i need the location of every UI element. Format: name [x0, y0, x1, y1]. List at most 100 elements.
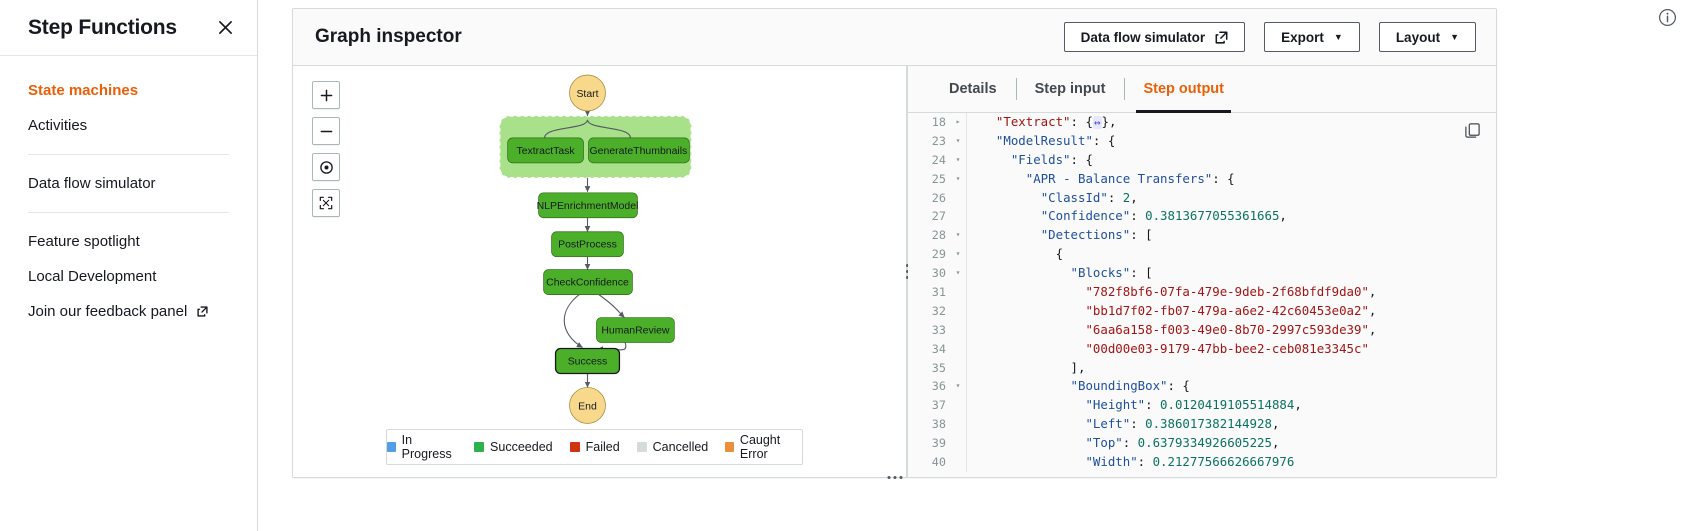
code-line: 36▾ "BoundingBox": {: [908, 377, 1496, 397]
code-text: "Textract": {↔},: [966, 113, 1496, 133]
line-number: 26: [931, 190, 946, 205]
code-text: "Top": 0.6379334926605225,: [966, 434, 1496, 454]
code-text: "Blocks": [: [966, 264, 1496, 284]
export-button[interactable]: Export ▼: [1264, 22, 1360, 52]
legend-item-cancelled: Cancelled: [636, 440, 708, 454]
graph-node-end[interactable]: End: [569, 387, 606, 424]
code-token: :: [1107, 189, 1123, 205]
fold-toggle-icon[interactable]: ▸: [955, 117, 961, 126]
code-token: "Left": [1085, 416, 1131, 432]
panel-header-actions: Data flow simulator Export ▼: [1063, 22, 1476, 52]
legend-swatch: [474, 442, 485, 452]
zoom-in-button[interactable]: [312, 81, 340, 109]
info-icon[interactable]: [1658, 8, 1678, 28]
line-number: 37: [931, 398, 946, 413]
code-token: "bb1d7f02-fb07-479a-a6e2-42c60453e0a2": [1085, 302, 1369, 318]
graph-node-post-process[interactable]: PostProcess: [551, 231, 624, 258]
graph-node-check-confidence[interactable]: CheckConfidence: [543, 269, 633, 295]
graph-node-success[interactable]: Success: [554, 347, 621, 375]
zoom-reset-button[interactable]: [312, 153, 340, 181]
code-token: "Textract": [995, 114, 1071, 129]
panel-resize-handle[interactable]: [887, 476, 902, 479]
grip-dot: [887, 476, 890, 479]
fold-toggle-icon[interactable]: ▾: [955, 135, 961, 145]
code-token: : {: [1092, 132, 1116, 148]
zoom-controls: [312, 81, 340, 217]
tab-step-output[interactable]: Step output: [1124, 66, 1243, 113]
graph-node-nlp-enrichment-model[interactable]: NLPEnrichmentModel: [537, 192, 639, 219]
code-token: :: [1145, 397, 1161, 413]
sidebar-item-local-development[interactable]: Local Development: [0, 259, 257, 294]
code-viewer[interactable]: 18▸ "Textract": {↔},23▾ "ModelResult": {…: [908, 113, 1496, 477]
graph-node-generate-thumbnails[interactable]: GenerateThumbnails: [588, 137, 690, 164]
sidebar-title: Step Functions: [28, 15, 177, 39]
external-link-icon: [1215, 31, 1228, 44]
fold-toggle-icon[interactable]: ▾: [955, 381, 961, 391]
legend-label: Failed: [585, 440, 620, 454]
code-text: "Left": 0.386017382144928,: [966, 415, 1496, 435]
tab-details[interactable]: Details: [930, 66, 1016, 112]
code-token: ,: [1271, 435, 1280, 451]
legend-item-in-progress: In Progress: [387, 433, 457, 461]
code-token: :: [1130, 208, 1146, 224]
edge-parallel-branch-left: [544, 119, 589, 139]
code-token: 0.21277566626667976: [1152, 454, 1295, 470]
graph-node-label: Start: [576, 89, 598, 100]
code-token: "BoundingBox": [1070, 378, 1168, 394]
sidebar-item-label: Feature spotlight: [28, 233, 140, 250]
sidebar-item-label: Data flow simulator: [28, 175, 156, 192]
data-flow-simulator-button[interactable]: Data flow simulator: [1063, 22, 1246, 52]
code-text: "Confidence": 0.3813677055361665,: [966, 207, 1496, 227]
fold-toggle-icon[interactable]: ▾: [955, 173, 961, 183]
legend-swatch: [569, 442, 580, 452]
code-token: : {: [1212, 170, 1235, 186]
code-text: "Height": 0.0120419105514884,: [966, 396, 1496, 416]
copy-icon[interactable]: [1464, 122, 1482, 140]
line-number: 24: [931, 152, 946, 167]
sidebar-item-state-machines[interactable]: State machines: [0, 73, 257, 108]
code-text: "782f8bf6-07fa-479e-9deb-2f68bfdf9da0",: [966, 283, 1496, 302]
code-line: 39 "Top": 0.6379334926605225,: [908, 434, 1496, 454]
tab-label: Step input: [1034, 81, 1106, 97]
zoom-fit-button[interactable]: [312, 189, 340, 217]
fold-toggle-icon[interactable]: ▾: [955, 249, 961, 259]
sidebar-item-data-flow-simulator[interactable]: Data flow simulator: [0, 166, 257, 201]
code-line: 30▾ "Blocks": [: [908, 264, 1496, 284]
code-token: ↔: [1092, 116, 1102, 129]
splitter-drag-handle[interactable]: [903, 260, 912, 282]
legend-item-failed: Failed: [569, 440, 620, 454]
code-line: 31 "782f8bf6-07fa-479e-9deb-2f68bfdf9da0…: [908, 283, 1496, 302]
zoom-out-button[interactable]: [312, 117, 340, 145]
code-token: "782f8bf6-07fa-479e-9deb-2f68bfdf9da0": [1085, 284, 1369, 300]
state-machine-graph[interactable]: Start TextractTask GenerateThumbnails: [293, 66, 906, 477]
graph-node-human-review[interactable]: HumanReview: [596, 317, 675, 343]
sidebar-item-feedback-panel[interactable]: Join our feedback panel: [0, 294, 257, 330]
code-text: "ClassId": 2,: [966, 188, 1496, 208]
sidebar-item-label: Local Development: [28, 268, 157, 285]
sidebar-item-feature-spotlight[interactable]: Feature spotlight: [0, 224, 257, 259]
tab-label: Details: [949, 81, 997, 97]
graph-node-label: TextractTask: [516, 146, 575, 157]
fold-toggle-icon[interactable]: ▾: [955, 268, 961, 278]
graph-node-label: Success: [568, 357, 608, 368]
sidebar-divider: [28, 154, 229, 155]
sidebar-item-activities[interactable]: Activities: [0, 108, 257, 143]
graph-node-start[interactable]: Start: [569, 74, 606, 112]
fold-toggle-icon[interactable]: ▾: [955, 154, 961, 164]
code-token: 0.3813677055361665: [1145, 208, 1280, 224]
grip-dot: [906, 275, 909, 279]
edge-checkconfidence-to-success: [563, 293, 583, 348]
graph-node-textract-task[interactable]: TextractTask: [507, 137, 584, 164]
layout-button[interactable]: Layout ▼: [1378, 22, 1476, 52]
pane-splitter: [906, 65, 909, 477]
close-icon[interactable]: [215, 18, 235, 38]
code-token: ,: [1271, 416, 1280, 432]
json-code-block[interactable]: 18▸ "Textract": {↔},23▾ "ModelResult": {…: [908, 113, 1496, 477]
fold-toggle-icon[interactable]: ▾: [955, 230, 961, 240]
code-line: 26 "ClassId": 2,: [908, 188, 1496, 208]
line-number: 25: [931, 171, 946, 186]
code-line: 38 "Left": 0.386017382144928,: [908, 415, 1496, 435]
grip-dot: [893, 476, 896, 479]
code-token: "Fields": [1010, 151, 1071, 167]
tab-step-input[interactable]: Step input: [1015, 66, 1125, 112]
